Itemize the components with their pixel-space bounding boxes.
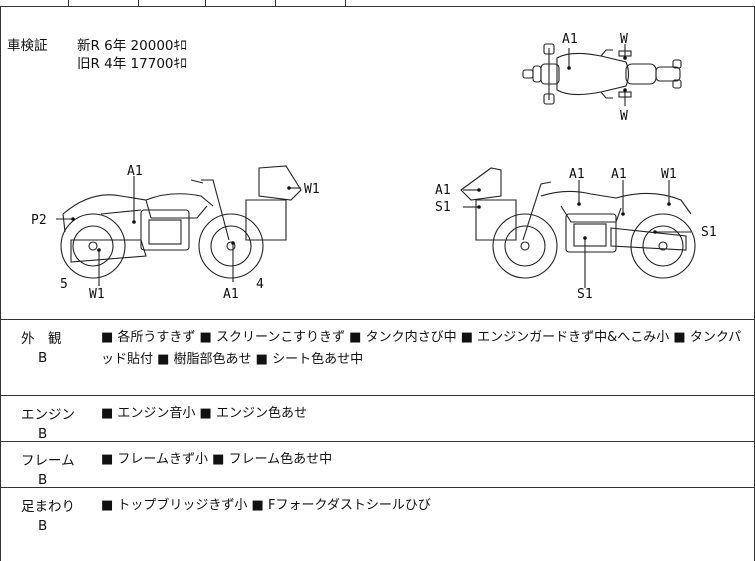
top-w-label: W <box>620 32 628 47</box>
marker-dot <box>653 230 657 234</box>
marker-dot <box>667 202 671 206</box>
left-view-motorcycle <box>56 165 302 286</box>
marker-dot <box>623 88 627 92</box>
section-suspension-notes: ■ トップブリッジきず小 ■ Fフォークダストシールひび <box>101 498 431 513</box>
marker-dot <box>71 217 75 221</box>
marker-dot <box>477 205 481 209</box>
right-s1-box-label: S1 <box>435 200 451 215</box>
registration-label: 車検証 <box>7 38 48 54</box>
marker-dot <box>583 236 587 240</box>
marker-dot <box>287 186 291 190</box>
section-suspension-title: 足まわり <box>21 499 75 515</box>
left-5-label: 5 <box>60 277 68 292</box>
damage-markers <box>71 56 671 252</box>
marker-dot <box>477 188 481 192</box>
section-engine-notes: ■ エンジン音小 ■ エンジン色あせ <box>101 406 307 421</box>
strip-divider <box>138 0 139 7</box>
marker-dot <box>577 202 581 206</box>
strip-divider <box>275 0 276 7</box>
section-frame-title: フレーム <box>21 453 75 469</box>
right-s1-engine-label: S1 <box>577 287 593 302</box>
top-a1-label: A1 <box>562 32 578 47</box>
strip-divider <box>345 0 346 7</box>
right-s1-rear-label: S1 <box>701 225 717 240</box>
top-view-motorcycle <box>522 43 682 106</box>
marker-dot <box>621 212 625 216</box>
marker-dot <box>567 66 571 70</box>
section-frame-grade: B <box>38 472 48 488</box>
section-suspension-grade: B <box>38 518 48 534</box>
section-frame: フレーム B ■ フレームきず小 ■ フレーム色あせ中 <box>0 442 755 488</box>
section-exterior-notes: ■ 各所うすきず ■ スクリーンこすりきず ■ タンク内さび中 ■ エンジンガー… <box>101 330 742 367</box>
left-w1-muffler-label: W1 <box>89 287 105 302</box>
right-w1-tail-label: W1 <box>661 167 677 182</box>
left-a1-label: A1 <box>127 164 143 179</box>
section-exterior: 外 観 B ■ 各所うすきず ■ スクリーンこすりきず ■ タンク内さび中 ■ … <box>0 320 755 396</box>
registration-row-old: 旧R 4年 17700ｷﾛ <box>77 56 187 72</box>
left-a1-front-label: A1 <box>223 287 239 302</box>
motorcycle-diagram: A1 W W A1 W1 P2 5 W1 A1 4 A1 S1 A1 A1 W1… <box>31 32 717 302</box>
marker-dot <box>97 248 101 252</box>
strip-divider <box>68 0 69 7</box>
right-a1-tank-label: A1 <box>569 167 585 182</box>
section-exterior-title: 外 観 <box>21 331 62 347</box>
damage-diagram-panel: 車検証 新R 6年 20000ｷﾛ 旧R 4年 17700ｷﾛ <box>0 7 755 320</box>
marker-dot <box>132 220 136 224</box>
section-frame-notes: ■ フレームきず小 ■ フレーム色あせ中 <box>101 452 333 467</box>
registration-row-new: 新R 6年 20000ｷﾛ <box>77 38 187 54</box>
right-a1-box-label: A1 <box>435 183 451 198</box>
marker-dot <box>623 56 627 60</box>
section-engine-title: エンジン <box>21 407 75 423</box>
section-engine-grade: B <box>38 426 48 442</box>
section-exterior-grade: B <box>38 350 48 366</box>
strip-divider <box>205 0 206 7</box>
marker-dot <box>231 241 235 245</box>
left-4-label: 4 <box>256 277 264 292</box>
right-view-motorcycle <box>460 167 696 288</box>
right-a1-side-label: A1 <box>611 167 627 182</box>
left-p2-label: P2 <box>31 213 47 228</box>
left-w1-screen-label: W1 <box>304 182 320 197</box>
header-strip <box>0 0 755 7</box>
section-suspension: 足まわり B ■ トップブリッジきず小 ■ Fフォークダストシールひび <box>0 488 755 561</box>
top-w-bottom-label: W <box>620 109 628 124</box>
section-engine: エンジン B ■ エンジン音小 ■ エンジン色あせ <box>0 396 755 442</box>
